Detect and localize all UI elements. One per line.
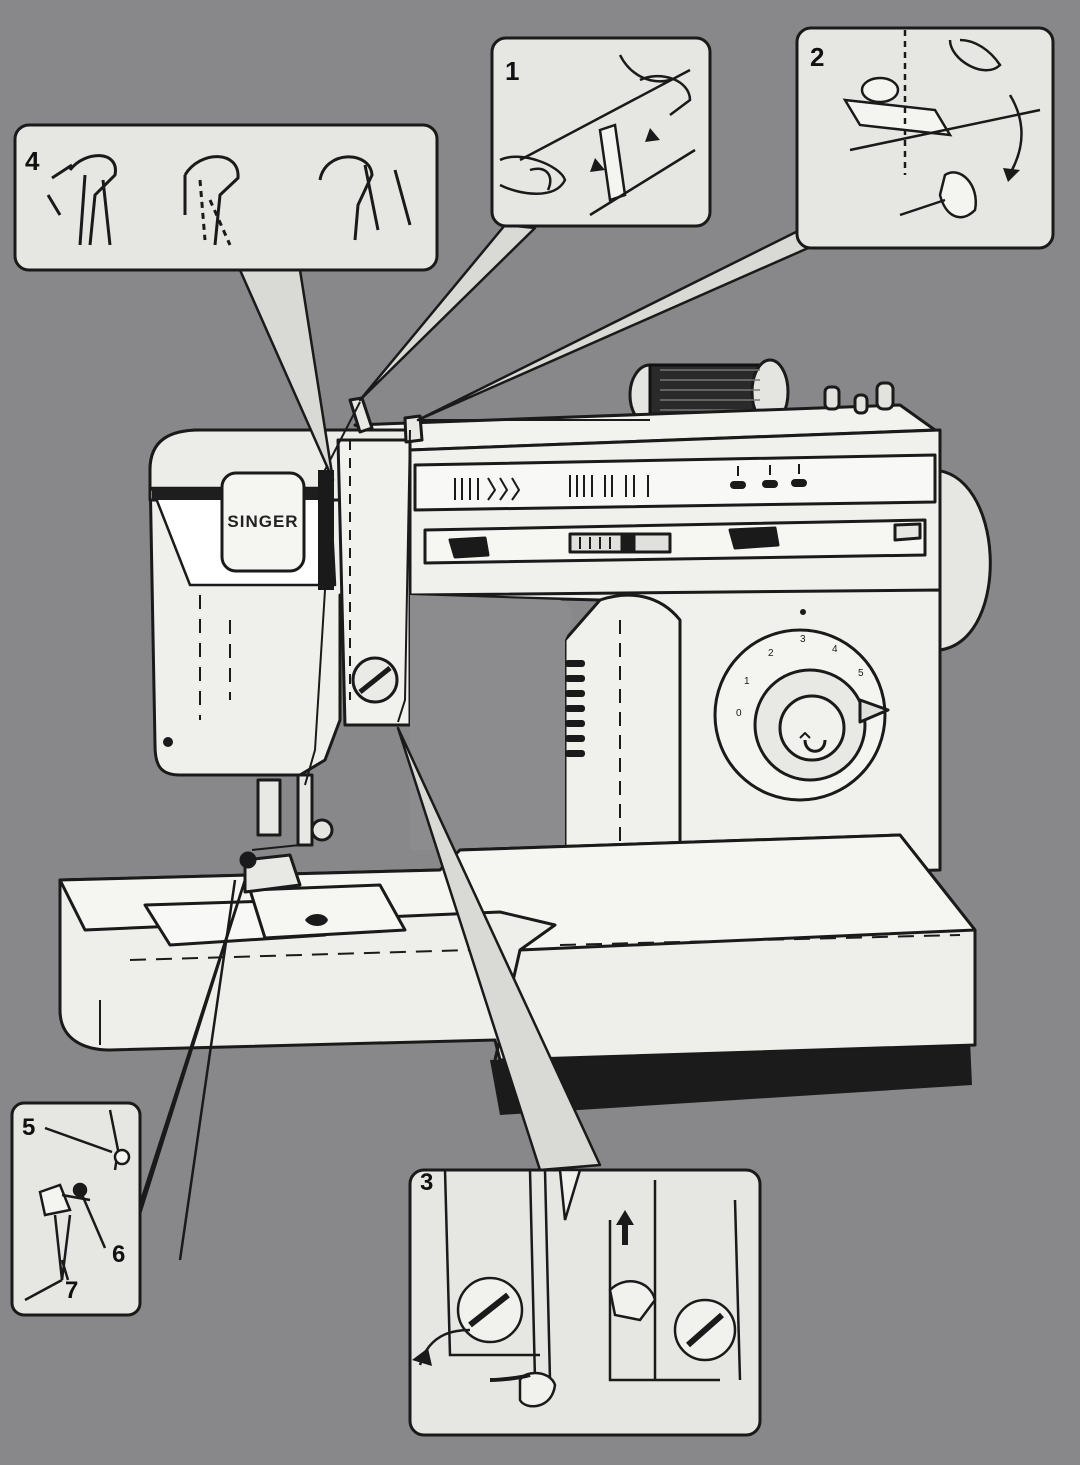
stitch-pattern-strip: [413, 453, 937, 512]
panel-needle-detail: 5 6 7: [10, 1101, 142, 1317]
dial-number-2: 2: [768, 648, 774, 659]
slider-panel: [423, 518, 927, 565]
arm-opening: [410, 595, 572, 850]
step3-arrows: [412, 1210, 634, 1366]
panel-label-step1: 1: [505, 56, 519, 86]
slider-controls: [448, 522, 922, 559]
stitch-length-dial: [713, 628, 890, 802]
dial-number-0: 0: [736, 708, 742, 719]
panel-step2: 2: [795, 26, 1055, 250]
pattern-indicators: [730, 479, 807, 489]
panel-step3: 3: [408, 1168, 762, 1437]
step4-guide-illustrations: [46, 154, 412, 246]
detail-label-7: 7: [65, 1277, 78, 1304]
panel-step4: 4: [13, 123, 439, 272]
step1-guide-illustrations: [499, 54, 696, 217]
air-vents: [565, 660, 585, 757]
callout-beam-step3: [396, 726, 602, 1172]
step1-arrows: [590, 128, 660, 172]
dial-number-4: 4: [832, 644, 838, 655]
needle-detail-illustrations: [24, 1109, 131, 1302]
brand-plate: [220, 471, 306, 573]
dial-scale: 0 1 2 3 4 5: [736, 634, 864, 719]
needle-plate: [248, 883, 407, 940]
base-shadow: [490, 1040, 972, 1115]
dial-number-3: 3: [800, 634, 806, 645]
panel-label-step4: 4: [25, 146, 40, 176]
dial-number-5: 5: [858, 668, 864, 679]
panel-label-step2: 2: [810, 42, 824, 72]
hand-wheel: [928, 468, 992, 652]
take-up-lever: [348, 396, 374, 434]
top-control-knobs: [823, 381, 895, 415]
sewing-machine: SINGER: [58, 358, 992, 1115]
step2-guide-illustrations: [842, 30, 1041, 219]
panel-label-step3: 3: [420, 1169, 433, 1196]
step3-guide-illustrations: [418, 1168, 742, 1408]
detail-label-5: 5: [22, 1114, 35, 1141]
stitch-patterns: [454, 475, 649, 501]
thread-path: [304, 401, 650, 786]
panel-step1: 1: [490, 36, 712, 228]
brand-label: SINGER: [227, 512, 298, 531]
upper-arm: [408, 428, 942, 597]
detail-label-6: 6: [112, 1241, 125, 1268]
step2-arrow: [1003, 168, 1020, 182]
dial-number-1: 1: [744, 676, 750, 687]
